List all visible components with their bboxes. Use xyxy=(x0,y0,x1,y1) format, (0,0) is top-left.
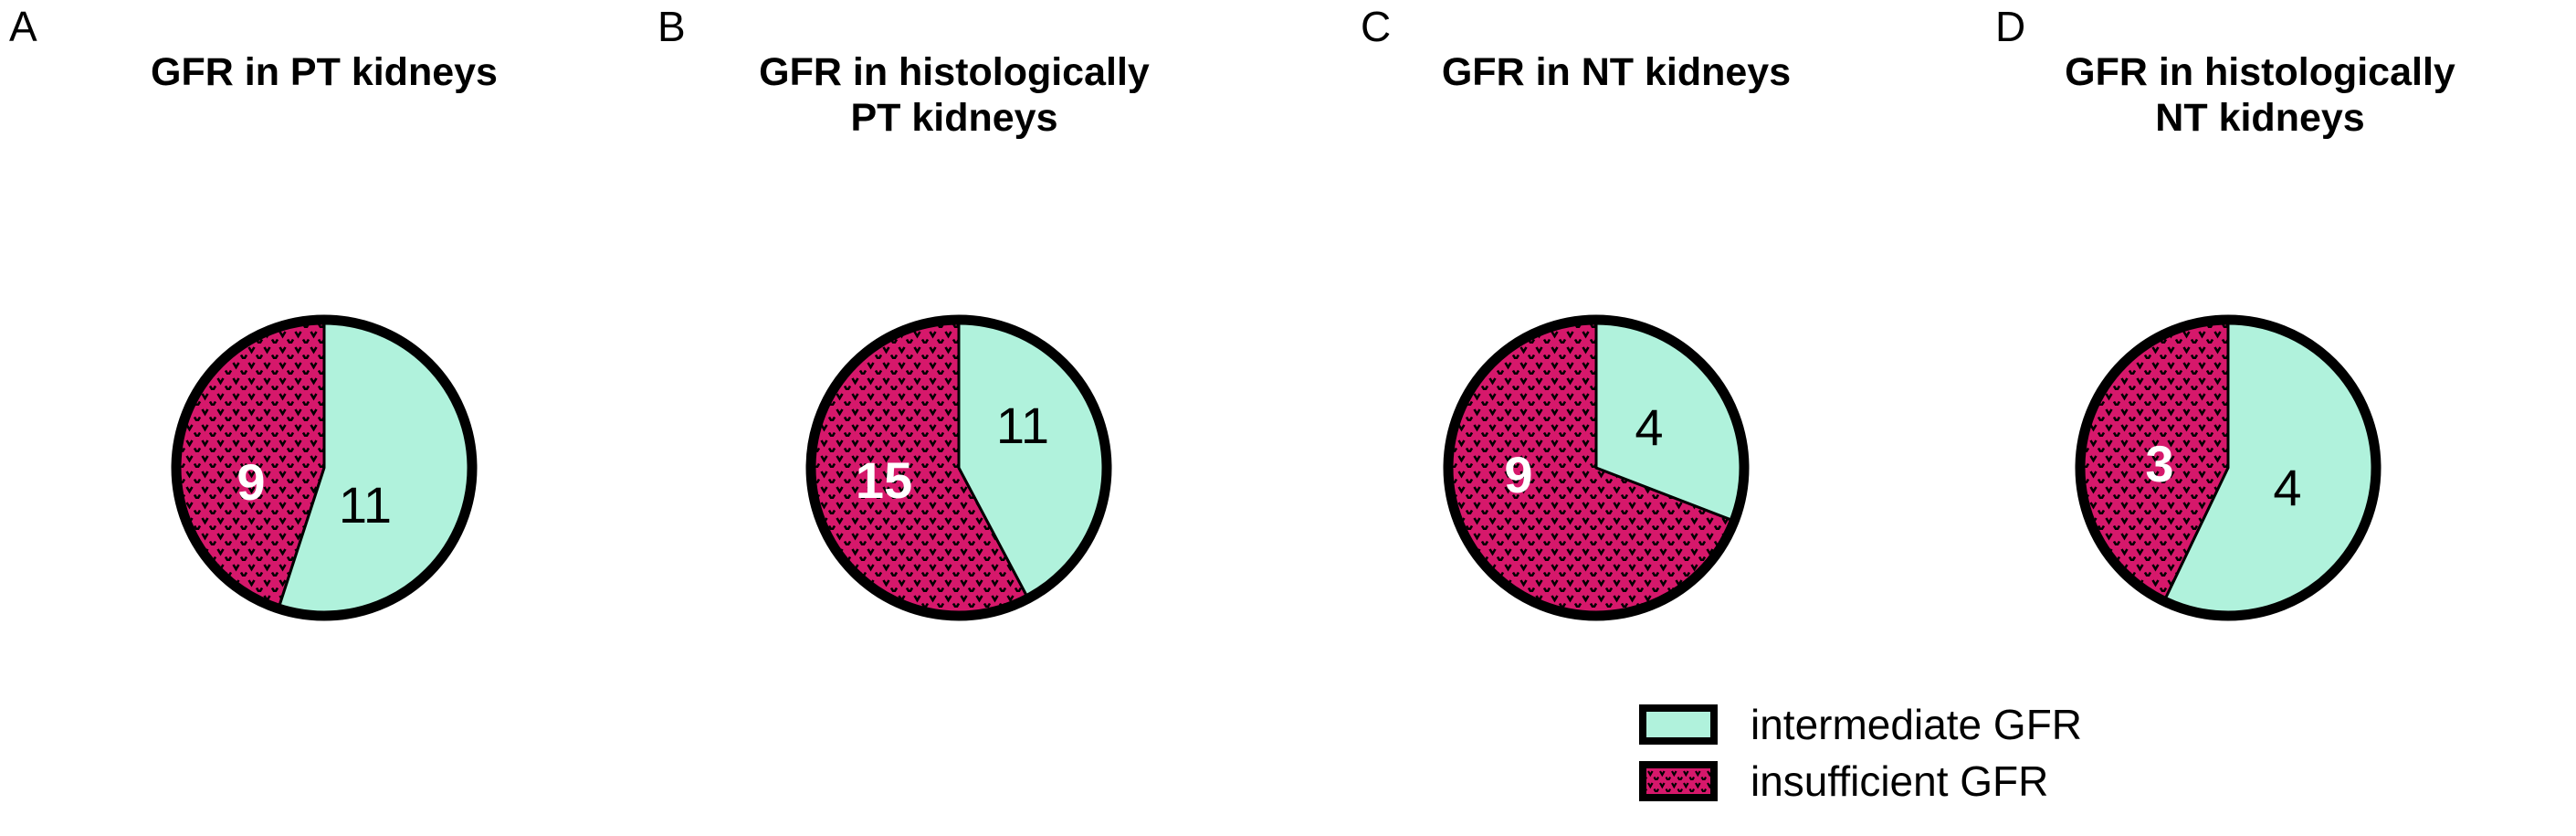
pie-outline-a xyxy=(171,314,478,621)
panel-title-c: GFR in NT kidneys xyxy=(1441,50,1792,94)
pie-svg-b: 15 11 xyxy=(805,314,1112,621)
panel-letter-b: B xyxy=(657,3,686,50)
pie-value-c-insufficient: 9 xyxy=(1504,446,1532,503)
legend-swatch-pattern-icon xyxy=(1646,768,1710,794)
panel-title-d: GFR in histologically NT kidneys xyxy=(2065,50,2455,140)
panel-letter-a: A xyxy=(9,3,37,50)
panel-letter-c: C xyxy=(1361,3,1392,50)
legend-item-insufficient: insufficient GFR xyxy=(1639,753,2082,810)
legend-swatch-insufficient xyxy=(1639,761,1718,801)
panel-title-b: GFR in histologically PT kidneys xyxy=(759,50,1150,140)
pie-value-a-intermediate: 11 xyxy=(339,476,392,534)
pie-svg-d: 3 4 xyxy=(2075,314,2381,621)
panel-letter-d: D xyxy=(1995,3,2026,50)
legend-item-intermediate: intermediate GFR xyxy=(1639,696,2082,753)
pie-svg-c: 9 4 xyxy=(1443,314,1750,621)
legend-label-intermediate: intermediate GFR xyxy=(1751,701,2083,748)
legend-swatch-intermediate xyxy=(1639,704,1718,745)
pie-outline-d xyxy=(2075,314,2381,621)
pie-chart-b: 15 11 xyxy=(804,312,1114,623)
pie-svg-a: 9 11 xyxy=(171,314,478,621)
pie-value-b-intermediate: 11 xyxy=(996,397,1049,454)
panel-title-a: GFR in PT kidneys xyxy=(151,50,498,94)
pie-chart-c: 9 4 xyxy=(1441,312,1751,623)
pie-value-c-intermediate: 4 xyxy=(1635,398,1663,456)
pie-outline-b xyxy=(805,314,1112,621)
pie-value-d-intermediate: 4 xyxy=(2273,459,2301,516)
pie-chart-a: 9 11 xyxy=(169,312,479,623)
pie-value-b-insufficient: 15 xyxy=(856,451,912,509)
pie-outline-c xyxy=(1443,314,1750,621)
pie-value-d-insufficient: 3 xyxy=(2145,435,2173,492)
legend: intermediate GFR insufficient GFR xyxy=(1639,696,2082,810)
pie-chart-d: 3 4 xyxy=(2073,312,2383,623)
legend-label-insufficient: insufficient GFR xyxy=(1751,757,2049,805)
pie-value-a-insufficient: 9 xyxy=(237,453,265,511)
